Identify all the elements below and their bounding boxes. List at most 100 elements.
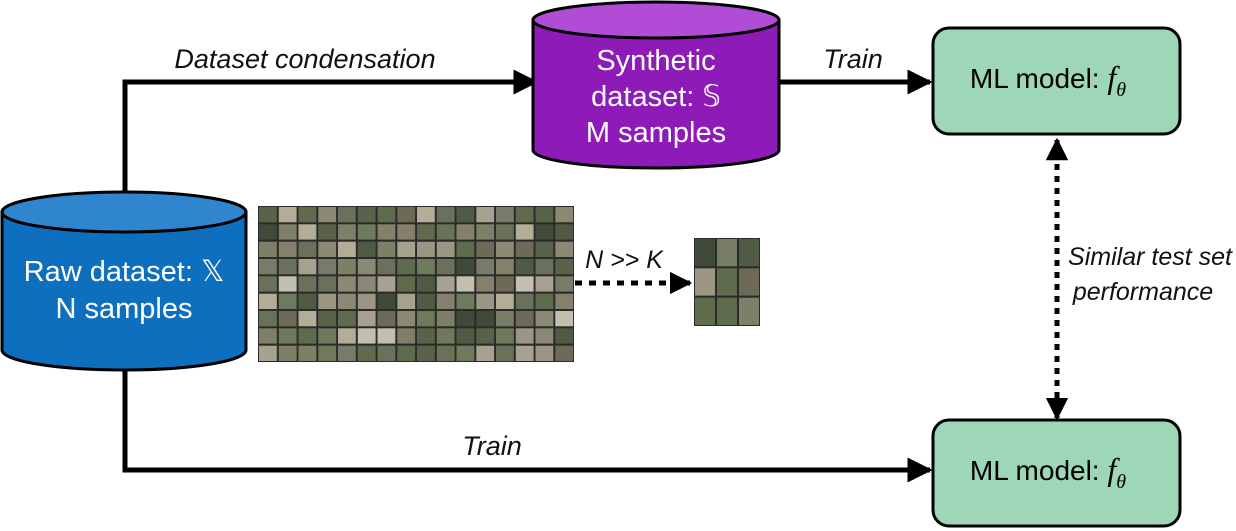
- condensed-image-tile: [695, 297, 715, 325]
- raw-image-tile: [278, 276, 297, 292]
- raw-image-tile: [555, 328, 574, 344]
- raw-image-tile: [456, 293, 475, 309]
- raw-image-tile: [318, 241, 337, 257]
- raw-image-tile: [318, 345, 337, 361]
- raw-image-tile: [476, 224, 495, 240]
- raw-image-tile: [298, 276, 317, 292]
- raw-image-tile: [259, 259, 277, 275]
- raw-image-tile: [338, 276, 356, 292]
- raw-image-tile: [436, 293, 455, 309]
- raw-image-tile: [496, 345, 514, 361]
- raw-image-tile: [535, 241, 554, 257]
- raw-image-tile: [397, 276, 416, 292]
- raw-image-tile: [377, 259, 396, 275]
- raw-image-tile: [259, 241, 277, 257]
- raw-image-tile: [278, 311, 297, 327]
- raw-image-tile: [515, 276, 534, 292]
- raw-image-tile: [555, 259, 574, 275]
- raw-image-tile: [397, 207, 416, 223]
- raw-image-tile: [436, 241, 455, 257]
- raw-image-tile: [476, 293, 495, 309]
- raw-image-tile: [496, 224, 514, 240]
- raw-image-tile: [515, 259, 534, 275]
- raw-image-tile: [318, 224, 337, 240]
- similar-label-line1: Similar test set: [1068, 243, 1233, 271]
- raw-image-tile: [259, 293, 277, 309]
- raw-image-tile: [298, 241, 317, 257]
- raw-image-tile: [456, 241, 475, 257]
- raw-image-tile: [377, 293, 396, 309]
- raw-image-tile: [535, 345, 554, 361]
- raw-image-tile: [259, 224, 277, 240]
- raw-image-tile: [456, 276, 475, 292]
- raw-image-tile: [278, 328, 297, 344]
- raw-image-tile: [496, 207, 514, 223]
- raw-image-tile: [278, 259, 297, 275]
- raw-image-tile: [338, 241, 356, 257]
- raw-image-tile: [476, 311, 495, 327]
- raw-image-tile: [338, 224, 356, 240]
- raw-image-tile: [259, 276, 277, 292]
- raw-dataset-title: Raw dataset: 𝕏: [24, 256, 225, 288]
- raw-image-tile: [515, 224, 534, 240]
- condensed-image-tile: [717, 239, 737, 267]
- condensed-image-tile: [739, 297, 759, 325]
- raw-image-tile: [456, 311, 475, 327]
- raw-image-tile: [417, 241, 435, 257]
- raw-image-tile: [259, 328, 277, 344]
- raw-image-tile: [436, 224, 455, 240]
- ml-model-bottom-label: ML model: fθ: [970, 451, 1126, 493]
- raw-image-tile: [377, 207, 396, 223]
- train-bottom-label: Train: [462, 431, 522, 461]
- raw-image-tile: [377, 311, 396, 327]
- raw-image-tile: [535, 276, 554, 292]
- raw-image-tile: [417, 207, 435, 223]
- raw-image-tile: [515, 293, 534, 309]
- raw-image-tile: [298, 207, 317, 223]
- ml-model-top-label: ML model: fθ: [970, 59, 1126, 101]
- raw-image-tile: [476, 276, 495, 292]
- raw-image-tile: [535, 207, 554, 223]
- raw-image-tile: [535, 328, 554, 344]
- raw-image-tile: [259, 345, 277, 361]
- raw-image-tile: [259, 311, 277, 327]
- raw-image-tile: [496, 259, 514, 275]
- raw-image-tile: [496, 311, 514, 327]
- raw-image-tile: [377, 276, 396, 292]
- ratio-label: N >> K: [585, 246, 664, 274]
- raw-image-tile: [496, 241, 514, 257]
- raw-image-tile: [338, 345, 356, 361]
- raw-image-tile: [436, 276, 455, 292]
- condensation-arrow: [122, 69, 539, 195]
- raw-image-tile: [318, 259, 337, 275]
- raw-image-tile: [417, 259, 435, 275]
- raw-dataset-cylinder: Raw dataset: 𝕏 N samples: [0, 190, 248, 372]
- raw-image-grid: [258, 206, 574, 362]
- raw-image-tile: [318, 293, 337, 309]
- raw-image-tile: [535, 311, 554, 327]
- raw-image-tile: [377, 345, 396, 361]
- condensed-image-tile: [739, 268, 759, 296]
- raw-image-tile: [397, 328, 416, 344]
- raw-image-tile: [555, 241, 574, 257]
- raw-image-tile: [397, 259, 416, 275]
- raw-image-tile: [436, 259, 455, 275]
- raw-image-tile: [515, 311, 534, 327]
- connectors: [122, 69, 1069, 483]
- raw-image-tile: [515, 328, 534, 344]
- raw-image-tile: [357, 276, 376, 292]
- ml-model-bottom: ML model: fθ: [931, 418, 1182, 528]
- raw-image-tile: [278, 345, 297, 361]
- raw-image-tile: [515, 241, 534, 257]
- raw-image-tile: [278, 241, 297, 257]
- raw-image-tile: [476, 259, 495, 275]
- raw-image-tile: [417, 345, 435, 361]
- condensed-image-tile: [739, 239, 759, 267]
- synthetic-dataset-subtitle: dataset: 𝕊: [591, 81, 721, 113]
- synthetic-dataset-count: M samples: [586, 117, 726, 149]
- raw-image-tile: [535, 293, 554, 309]
- raw-image-tile: [476, 345, 495, 361]
- train-top-label: Train: [823, 44, 883, 74]
- raw-image-tile: [436, 207, 455, 223]
